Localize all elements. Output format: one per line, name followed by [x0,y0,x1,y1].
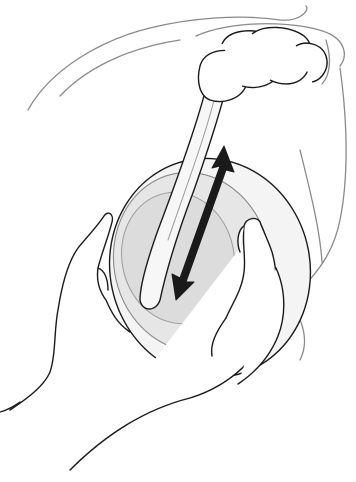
headband-pads [198,27,327,101]
